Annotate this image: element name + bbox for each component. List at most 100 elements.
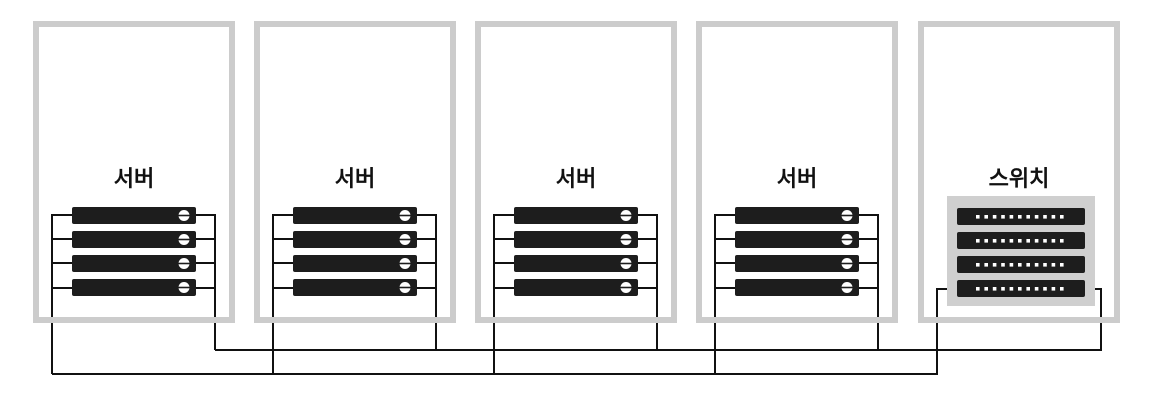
server-cable-left [493,214,514,374]
switch-port [1060,263,1064,267]
server-unit-icon [735,207,859,224]
rack-label: 서버 [335,167,375,192]
server-unit-icon [735,231,859,248]
switch-port [1034,263,1039,267]
rack-frame [254,21,456,323]
switch-port [1009,215,1014,219]
server-unit-body [293,255,417,272]
server-unit-body [735,255,859,272]
switch-port [976,239,980,243]
switch-port [1001,215,1005,219]
switch-port [1009,287,1014,291]
server-unit-body [514,255,638,272]
switch-port [1060,239,1064,243]
switch-port [1009,263,1014,267]
rack-label: 서버 [556,167,596,192]
switch-port [1051,263,1056,267]
server-unit-icon [514,279,638,296]
server-unit-icon [293,231,417,248]
server-unit-icon [72,231,196,248]
server-cable-right [196,214,216,350]
switch-unit-icon [957,256,1085,273]
rack-label: 서버 [114,167,154,192]
switch-port [1018,263,1022,267]
switch-unit-icon [957,208,1085,225]
rack-frame [696,21,898,323]
server-unit-icon [735,279,859,296]
switch-unit-icon [957,232,1085,249]
switch-unit-icon [957,280,1085,297]
switch-port [992,287,997,291]
switch-port [984,239,988,243]
server-unit-icon [72,255,196,272]
server-unit-body [72,255,196,272]
server-cable-right [417,214,437,350]
switch-port [1051,287,1056,291]
server-rack: 서버 [254,21,456,323]
switch-port [984,215,988,219]
server-unit-icon [293,255,417,272]
server-unit-icon [514,255,638,272]
switch-port [1060,287,1064,291]
switch-port [1001,239,1005,243]
switch-port [1018,239,1022,243]
switch-port [1043,215,1047,219]
server-unit-body [72,279,196,296]
switch-port [992,263,997,267]
switch-port [1034,239,1039,243]
bus-cable-lower [52,288,957,375]
switch-port [1060,215,1064,219]
server-rack: 서버 [475,21,677,323]
switch-port [1009,239,1014,243]
switch-port [976,215,980,219]
switch-port [1034,215,1039,219]
server-unit-body [293,279,417,296]
switch-port [1034,287,1039,291]
rack-frame [475,21,677,323]
server-unit-icon [72,207,196,224]
switch-port [976,263,980,267]
server-unit-body [735,279,859,296]
switch-port [1026,239,1030,243]
switch-port [1043,239,1047,243]
switch-port [1026,215,1030,219]
server-unit-icon [514,207,638,224]
server-unit-icon [293,207,417,224]
server-cable-left [714,214,735,374]
server-cable-right [859,214,879,350]
server-unit-icon [514,231,638,248]
switch-port [1051,215,1056,219]
rack-layer: 서버 서버 서버 서버 스위치 [33,21,1120,323]
switch-port [992,215,997,219]
server-unit-body [735,231,859,248]
switch-port [984,287,988,291]
switch-port [1026,263,1030,267]
switch-port [1018,215,1022,219]
rack-frame [918,21,1120,323]
server-unit-body [293,207,417,224]
rack-label: 서버 [777,167,817,192]
switch-port [976,287,980,291]
server-unit-icon [72,279,196,296]
server-unit-body [72,231,196,248]
server-unit-body [514,231,638,248]
server-cable-left [51,214,72,374]
server-cable-right [638,214,658,350]
switch-port [1001,287,1005,291]
switch-port [992,239,997,243]
switch-port [1043,263,1047,267]
switch-port [1051,239,1056,243]
server-unit-body [72,207,196,224]
switch-rack: 스위치 [918,21,1120,323]
switch-port [984,263,988,267]
server-unit-body [735,207,859,224]
server-rack: 서버 [33,21,235,323]
server-unit-body [293,231,417,248]
server-unit-body [514,207,638,224]
server-unit-icon [293,279,417,296]
server-rack: 서버 [696,21,898,323]
switch-port [1026,287,1030,291]
rack-label: 스위치 [989,167,1050,192]
server-cable-left [272,214,293,374]
